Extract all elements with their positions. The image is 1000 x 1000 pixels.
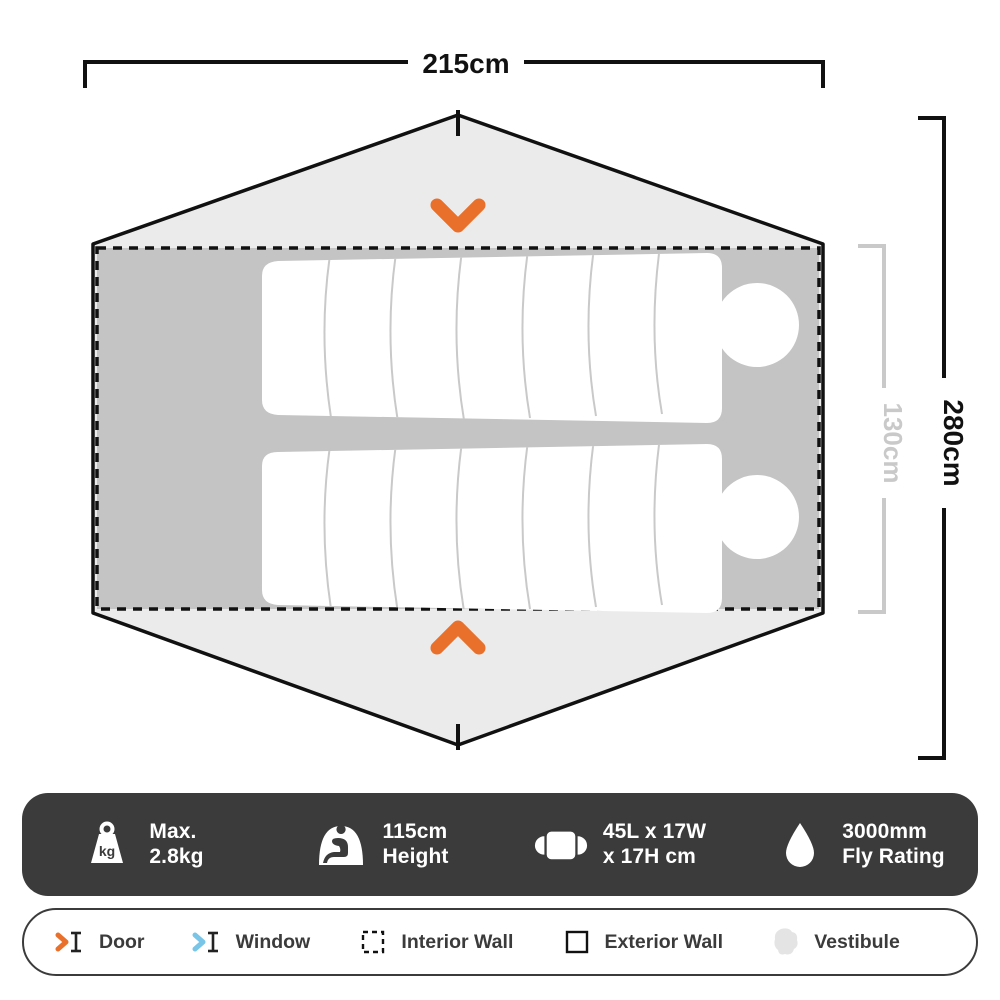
legend-label-exterior-wall: Exterior Wall: [604, 930, 724, 953]
inner-height-dimension-label: 130cm: [878, 403, 908, 484]
bottom-door-chevron-icon: [430, 620, 486, 655]
sleeping-pad-bottom: [262, 444, 799, 613]
width-dimension-label: 215cm: [422, 48, 509, 79]
spec-item-packed-size: 45L x 17W x 17H cm: [500, 817, 739, 873]
vestibule-icon: [769, 927, 803, 957]
spec-label-weight: Max. 2.8kg: [149, 819, 204, 868]
window-icon: [191, 927, 225, 957]
tent-height-icon: [313, 817, 369, 873]
spec-label-packed-size: 45L x 17W x 17H cm: [602, 819, 707, 868]
height-dimension-label: 280cm: [938, 399, 969, 486]
spec-label-height: 115cm Height: [382, 819, 449, 868]
legend-item-window: Window: [191, 927, 311, 957]
duffel-bag-icon: [533, 817, 589, 873]
legend-label-window: Window: [235, 930, 311, 953]
inner-height-dimension-bracket: [858, 244, 886, 614]
legend-item-exterior-wall: Exterior Wall: [560, 927, 723, 957]
weight-icon-unit-label: kg: [99, 843, 115, 859]
legend-label-interior-wall: Interior Wall: [401, 930, 514, 953]
top-door-chevron-icon: [430, 198, 486, 233]
water-drop-icon: [772, 817, 828, 873]
spec-bar: kg Max. 2.8kg 115cm Height: [22, 793, 978, 896]
spec-item-fly-rating: 3000mm Fly Rating: [739, 817, 978, 873]
weight-icon: kg: [79, 817, 135, 873]
spec-item-height: 115cm Height: [261, 817, 500, 873]
legend-item-door: Door: [54, 927, 145, 957]
interior-wall-icon: [356, 927, 390, 957]
interior-wall-boundary: [95, 246, 821, 611]
sleeping-pad-top: [262, 253, 799, 423]
width-dimension-bracket: [83, 60, 825, 88]
legend-label-door: Door: [99, 930, 145, 953]
legend-item-vestibule: Vestibule: [769, 927, 900, 957]
spec-item-weight: kg Max. 2.8kg: [22, 817, 261, 873]
door-icon: [54, 927, 88, 957]
legend-bar: Door Window Interior Wall: [22, 908, 978, 976]
legend-label-vestibule: Vestibule: [814, 930, 900, 953]
exterior-wall-icon: [560, 927, 594, 957]
height-dimension-bracket: [918, 116, 946, 760]
spec-label-fly-rating: 3000mm Fly Rating: [842, 819, 945, 868]
legend-item-interior-wall: Interior Wall: [356, 927, 513, 957]
